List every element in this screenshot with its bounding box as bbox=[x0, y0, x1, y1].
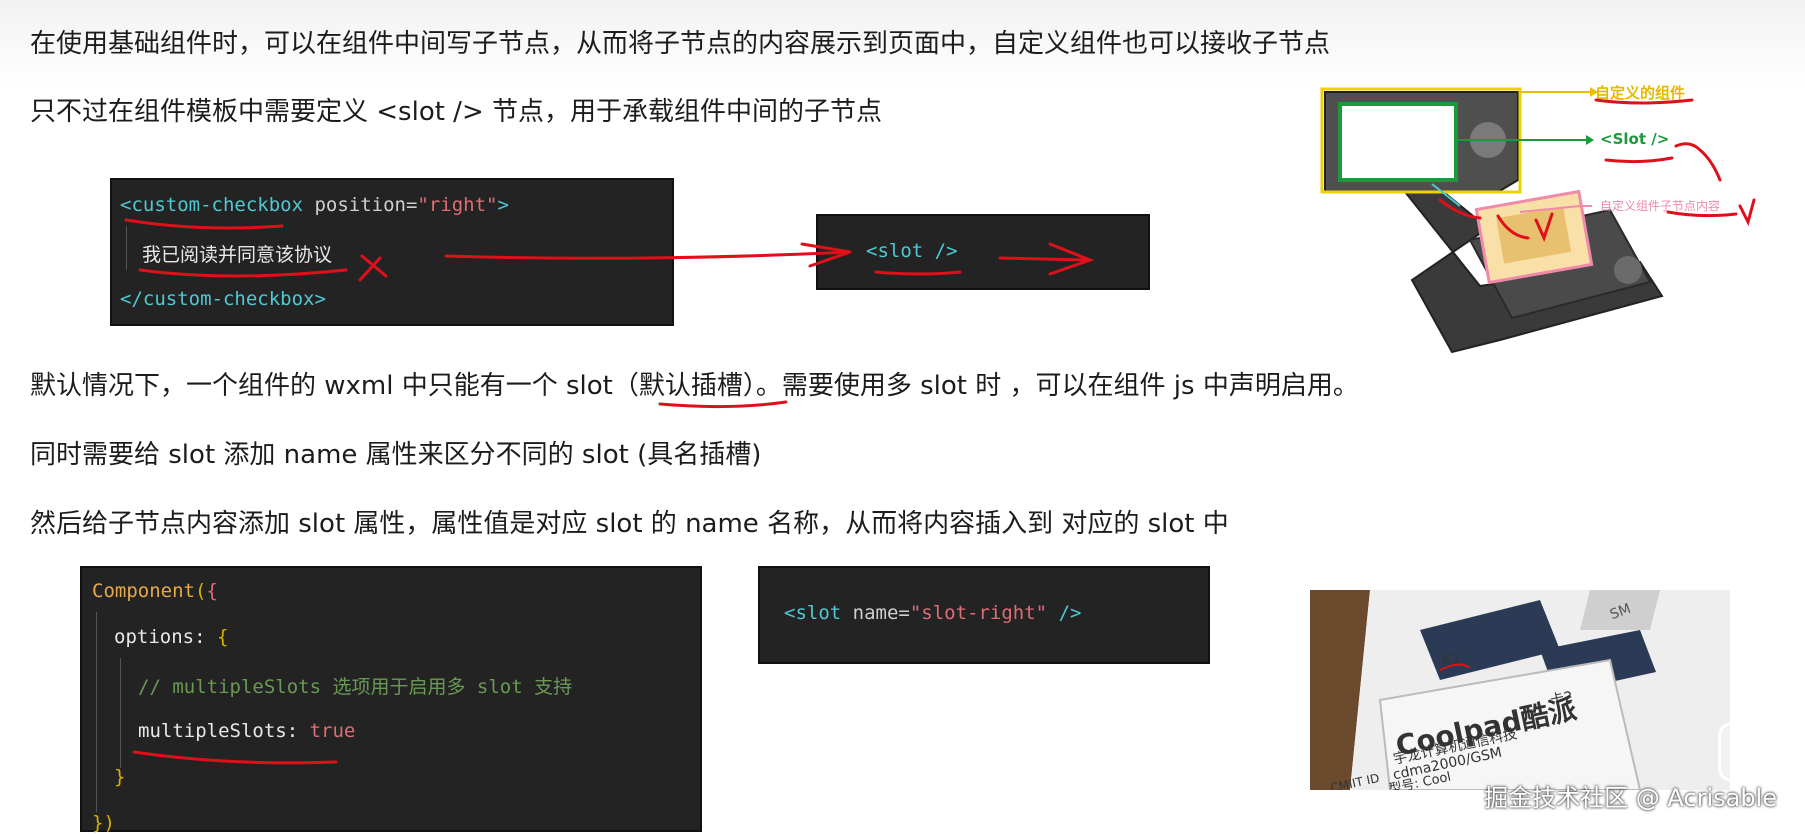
code-block-named-slot: <slot name="slot-right" /> bbox=[758, 566, 1210, 664]
code-line-multiple-slots: multipleSlots: true bbox=[138, 720, 355, 742]
header-shade bbox=[0, 0, 1805, 90]
paragraph-named-slot: 同时需要给 slot 添加 name 属性来区分不同的 slot (具名插槽) bbox=[30, 440, 762, 470]
indent-guide bbox=[96, 612, 97, 812]
code-named-slot-attr: name= bbox=[841, 602, 910, 624]
code-block-slot: <slot /> bbox=[816, 214, 1150, 290]
code-multiple-slots-key: multipleSlots: bbox=[138, 720, 310, 742]
code-block-custom-checkbox: <custom-checkbox position="right"> 我已阅读并… bbox=[110, 178, 674, 326]
code-child-text: 我已阅读并同意该协议 bbox=[142, 244, 333, 266]
code-options-key: options: bbox=[114, 626, 217, 648]
indent-guide bbox=[126, 226, 127, 270]
paragraph-child-nodes-intro: 在使用基础组件时，可以在组件中间写子节点，从而将子节点的内容展示到页面中，自定义… bbox=[30, 29, 1331, 59]
code-open-close: > bbox=[497, 194, 509, 216]
paragraph-slot-attribute: 然后给子节点内容添加 slot 属性，属性值是对应 slot 的 name 名称… bbox=[30, 509, 1229, 539]
code-component-fn: Component bbox=[92, 580, 195, 602]
code-slot-tag: <slot /> bbox=[866, 240, 958, 262]
code-named-slot-open: <slot bbox=[784, 602, 842, 624]
code-close-component: }) bbox=[92, 812, 115, 834]
paragraph-slot-definition: 只不过在组件模板中需要定义 <slot /> 节点，用于承载组件中间的子节点 bbox=[30, 97, 882, 127]
code-named-slot-close: /> bbox=[1047, 602, 1082, 624]
code-paren: ( bbox=[194, 580, 207, 602]
code-open-tag: <custom-checkbox bbox=[120, 194, 304, 216]
code-close-options: } bbox=[114, 766, 126, 788]
watermark: 掘金技术社区 @ Acrisable bbox=[1484, 784, 1777, 812]
code-line-component: Component({ bbox=[92, 580, 218, 602]
code-options-brace: { bbox=[216, 626, 229, 648]
code-attr-value: "right" bbox=[417, 194, 498, 216]
code-multiple-slots-value: true bbox=[309, 720, 356, 742]
code-brace: { bbox=[206, 580, 218, 602]
phone-photo-illustration bbox=[1310, 590, 1730, 790]
code-line-named-slot: <slot name="slot-right" /> bbox=[784, 602, 1081, 624]
code-attr-name: position= bbox=[303, 194, 418, 216]
code-line-open-tag: <custom-checkbox position="right"> bbox=[120, 194, 509, 216]
phone-sim-slot-photo: Coolpad酷派 宇龙计算机通信科技 cdma2000/GSM 型号: Coo… bbox=[1310, 590, 1730, 790]
paragraph-default-slot: 默认情况下，一个组件的 wxml 中只能有一个 slot（默认插槽）。需要使用多… bbox=[30, 371, 1359, 401]
label-child-content: 自定义组件子节点内容 bbox=[1600, 199, 1721, 213]
code-named-slot-value: "slot-right" bbox=[909, 602, 1048, 624]
code-comment: // multipleSlots 选项用于启用多 slot 支持 bbox=[138, 676, 573, 698]
code-block-component-options: Component({ options: { // multipleSlots … bbox=[80, 566, 702, 834]
video-play-badge[interactable] bbox=[1718, 722, 1786, 782]
code-close-tag: </custom-checkbox> bbox=[120, 288, 326, 310]
label-slot: <Slot /> bbox=[1600, 130, 1670, 148]
label-custom-component: 自定义的组件 bbox=[1595, 84, 1686, 102]
indent-guide bbox=[120, 658, 121, 768]
code-line-options: options: { bbox=[114, 626, 228, 648]
